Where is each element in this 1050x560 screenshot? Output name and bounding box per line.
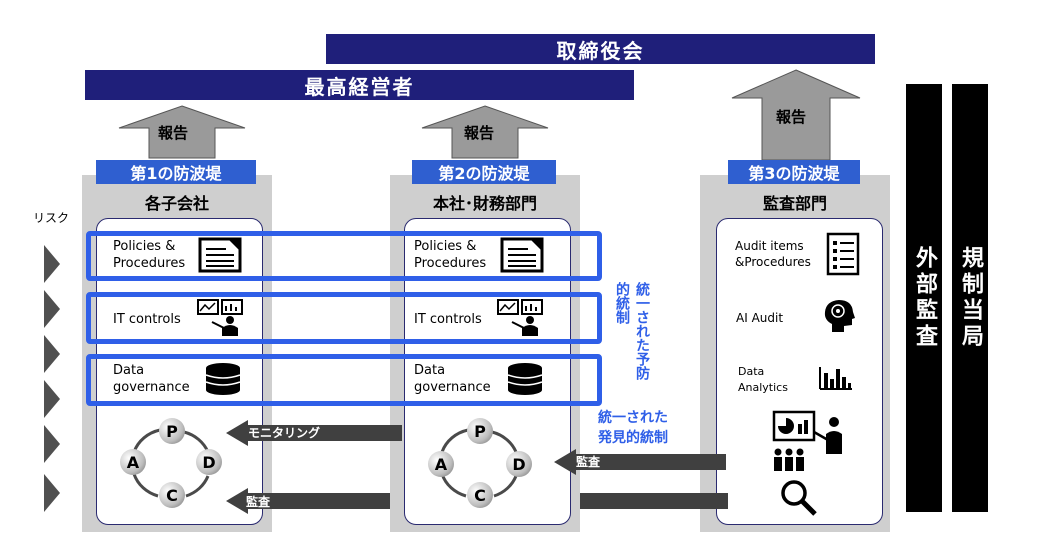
it-controls-text-2: IT controls (414, 312, 482, 327)
policies-text-2: Policies & Procedures (414, 238, 486, 272)
dept-subsidiaries: 各子会社 (144, 194, 209, 213)
audit-arrow-lower-tail (580, 493, 728, 509)
bar-chart-icon (819, 367, 852, 390)
data-gov-text-2: Data governance (414, 362, 491, 396)
risk-chevron-2 (44, 290, 60, 328)
document-icon (500, 237, 544, 273)
ai-audit-text: AI Audit (736, 311, 784, 325)
preventive-control-text: 統一された予防的統制 (614, 282, 650, 380)
pdca-c-ball-2: C (467, 482, 493, 508)
audit-items-line1: Audit items (735, 239, 804, 253)
report-arrow-2 (421, 105, 549, 159)
detective-line1: 統一された (598, 410, 668, 426)
brain-head-icon (824, 300, 855, 332)
detective-control-text: 統一された 発見的統制 (598, 408, 668, 448)
risk-chevron-1 (44, 245, 60, 283)
policies-line1: Policies & (414, 239, 477, 254)
policies-line2: Procedures (414, 256, 487, 271)
pdca-a-ball-2: A (428, 451, 454, 477)
third-line-label: 第3の防波堤 (728, 160, 860, 184)
first-line-label: 第1の防波堤 (96, 160, 256, 184)
risk-chevron-6 (44, 474, 60, 512)
risk-chevron-5 (44, 425, 60, 463)
data-analytics-text: Data Analytics (738, 364, 788, 396)
data-gov-line2: governance (113, 380, 190, 395)
risk-label: リスク (33, 211, 70, 225)
data-analytics-line2: Analytics (738, 381, 788, 394)
data-gov-line1: Data (113, 363, 145, 378)
policies-text-1: Policies & Procedures (113, 238, 185, 272)
risk-chevron-4 (44, 380, 60, 418)
report-label-1: 報告 (158, 124, 189, 142)
audit-arrow-upper (554, 449, 726, 475)
presenter-charts-icon (197, 299, 243, 336)
external-audit-bar: 外部監査 (906, 84, 942, 512)
it-controls-text-1: IT controls (113, 312, 181, 327)
database-icon (205, 363, 241, 395)
presentation-icon (772, 410, 842, 471)
monitoring-label: モニタリング (248, 426, 321, 440)
monitoring-arrow (226, 420, 402, 446)
audit-arrow-lower (226, 488, 390, 514)
audit-label-lower: 監査 (246, 495, 271, 509)
board-bar: 取締役会 (326, 34, 875, 64)
pdca-p-ball-1: P (159, 418, 185, 444)
data-gov-line1: Data (414, 363, 446, 378)
dept-audit: 監査部門 (762, 194, 827, 213)
document-icon (198, 237, 242, 273)
audit-items-line2: &Procedures (735, 255, 811, 269)
audit-items-text: Audit items &Procedures (735, 238, 811, 270)
risk-chevron-3 (44, 335, 60, 373)
policies-line2: Procedures (113, 256, 186, 271)
second-line-label: 第2の防波堤 (412, 160, 556, 184)
dept-hq-finance: 本社･財務部門 (432, 194, 537, 213)
regulator-bar: 規制当局 (952, 84, 988, 512)
inner-box-3 (716, 218, 883, 525)
data-gov-line2: governance (414, 380, 491, 395)
pdca-d-ball-2: D (506, 451, 532, 477)
data-analytics-line1: Data (738, 365, 765, 378)
pdca-d-ball-1: D (196, 449, 222, 475)
database-icon (507, 363, 543, 395)
policies-line1: Policies & (113, 239, 176, 254)
checklist-icon (826, 232, 860, 276)
report-arrow-1 (118, 105, 246, 159)
data-gov-text-1: Data governance (113, 362, 190, 396)
report-label-2: 報告 (464, 124, 495, 142)
pdca-c-ball-1: C (159, 482, 185, 508)
pdca-p-ball-2: P (467, 418, 493, 444)
management-bar: 最高経営者 (85, 70, 634, 100)
pdca-a-ball-1: A (120, 449, 146, 475)
report-label-3: 報告 (776, 108, 807, 126)
data-governance-box (86, 354, 602, 406)
presenter-charts-icon (497, 299, 543, 336)
detective-line2: 発見的統制 (598, 430, 668, 446)
audit-label-upper: 監査 (576, 455, 601, 469)
it-controls-box (86, 292, 602, 344)
policies-box (86, 231, 602, 281)
magnifier-icon (781, 480, 817, 516)
